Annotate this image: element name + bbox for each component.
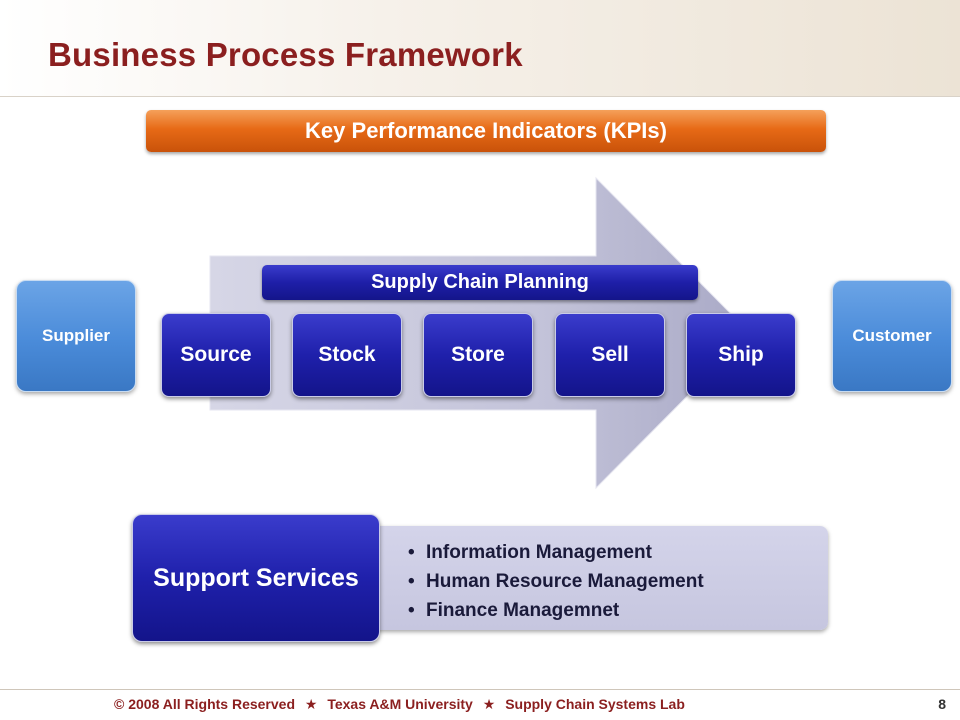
step-ship: Ship <box>686 313 796 397</box>
footer-divider <box>0 689 960 690</box>
list-item: • Information Management <box>408 538 704 567</box>
support-services-list: • Information Management • Human Resource … <box>408 538 704 625</box>
step-source: Source <box>161 313 271 397</box>
supplier-box: Supplier <box>16 280 136 392</box>
list-item-text: Human Resource Management <box>426 571 704 592</box>
bullet: • <box>408 600 415 621</box>
page-number: 8 <box>938 696 946 712</box>
supplier-label: Supplier <box>41 326 110 345</box>
customer-label: Customer <box>852 326 932 345</box>
bullet: • <box>408 571 415 592</box>
footer-rights: 2008 All Rights Reserved <box>128 696 295 712</box>
kpi-bar: Key Performance Indicators (KPIs) <box>146 110 826 152</box>
bullet: • <box>408 542 415 563</box>
step-label: Ship <box>718 343 764 366</box>
step-label: Store <box>451 343 505 366</box>
list-item: • Human Resource Management <box>408 567 704 596</box>
star-icon: ★ <box>304 696 318 712</box>
supply-chain-planning-label: Supply Chain Planning <box>371 271 589 293</box>
step-stock: Stock <box>292 313 402 397</box>
star-icon: ★ <box>482 696 496 712</box>
list-item-text: Finance Managemnet <box>426 600 620 621</box>
kpi-label: Key Performance Indicators (KPIs) <box>305 118 667 143</box>
support-services-label: Support Services <box>153 563 359 592</box>
footer-credit: © 2008 All Rights Reserved ★ Texas A&M U… <box>114 696 685 713</box>
list-item-text: Information Management <box>426 542 652 563</box>
header-band <box>0 0 960 97</box>
footer-lab: Supply Chain Systems Lab <box>505 696 685 712</box>
step-label: Stock <box>318 343 376 366</box>
copyright-icon: © <box>114 696 125 712</box>
step-store: Store <box>423 313 533 397</box>
step-label: Sell <box>591 343 629 366</box>
supply-chain-planning-bar: Supply Chain Planning <box>262 265 698 300</box>
support-services-box: Support Services <box>132 514 380 642</box>
footer: © 2008 All Rights Reserved ★ Texas A&M U… <box>0 696 960 716</box>
step-sell: Sell <box>555 313 665 397</box>
customer-box: Customer <box>832 280 952 392</box>
step-label: Source <box>180 343 252 366</box>
list-item: • Finance Managemnet <box>408 596 704 625</box>
slide-title: Business Process Framework <box>48 36 523 73</box>
support-services-panel <box>300 526 828 630</box>
footer-university: Texas A&M University <box>327 696 473 712</box>
